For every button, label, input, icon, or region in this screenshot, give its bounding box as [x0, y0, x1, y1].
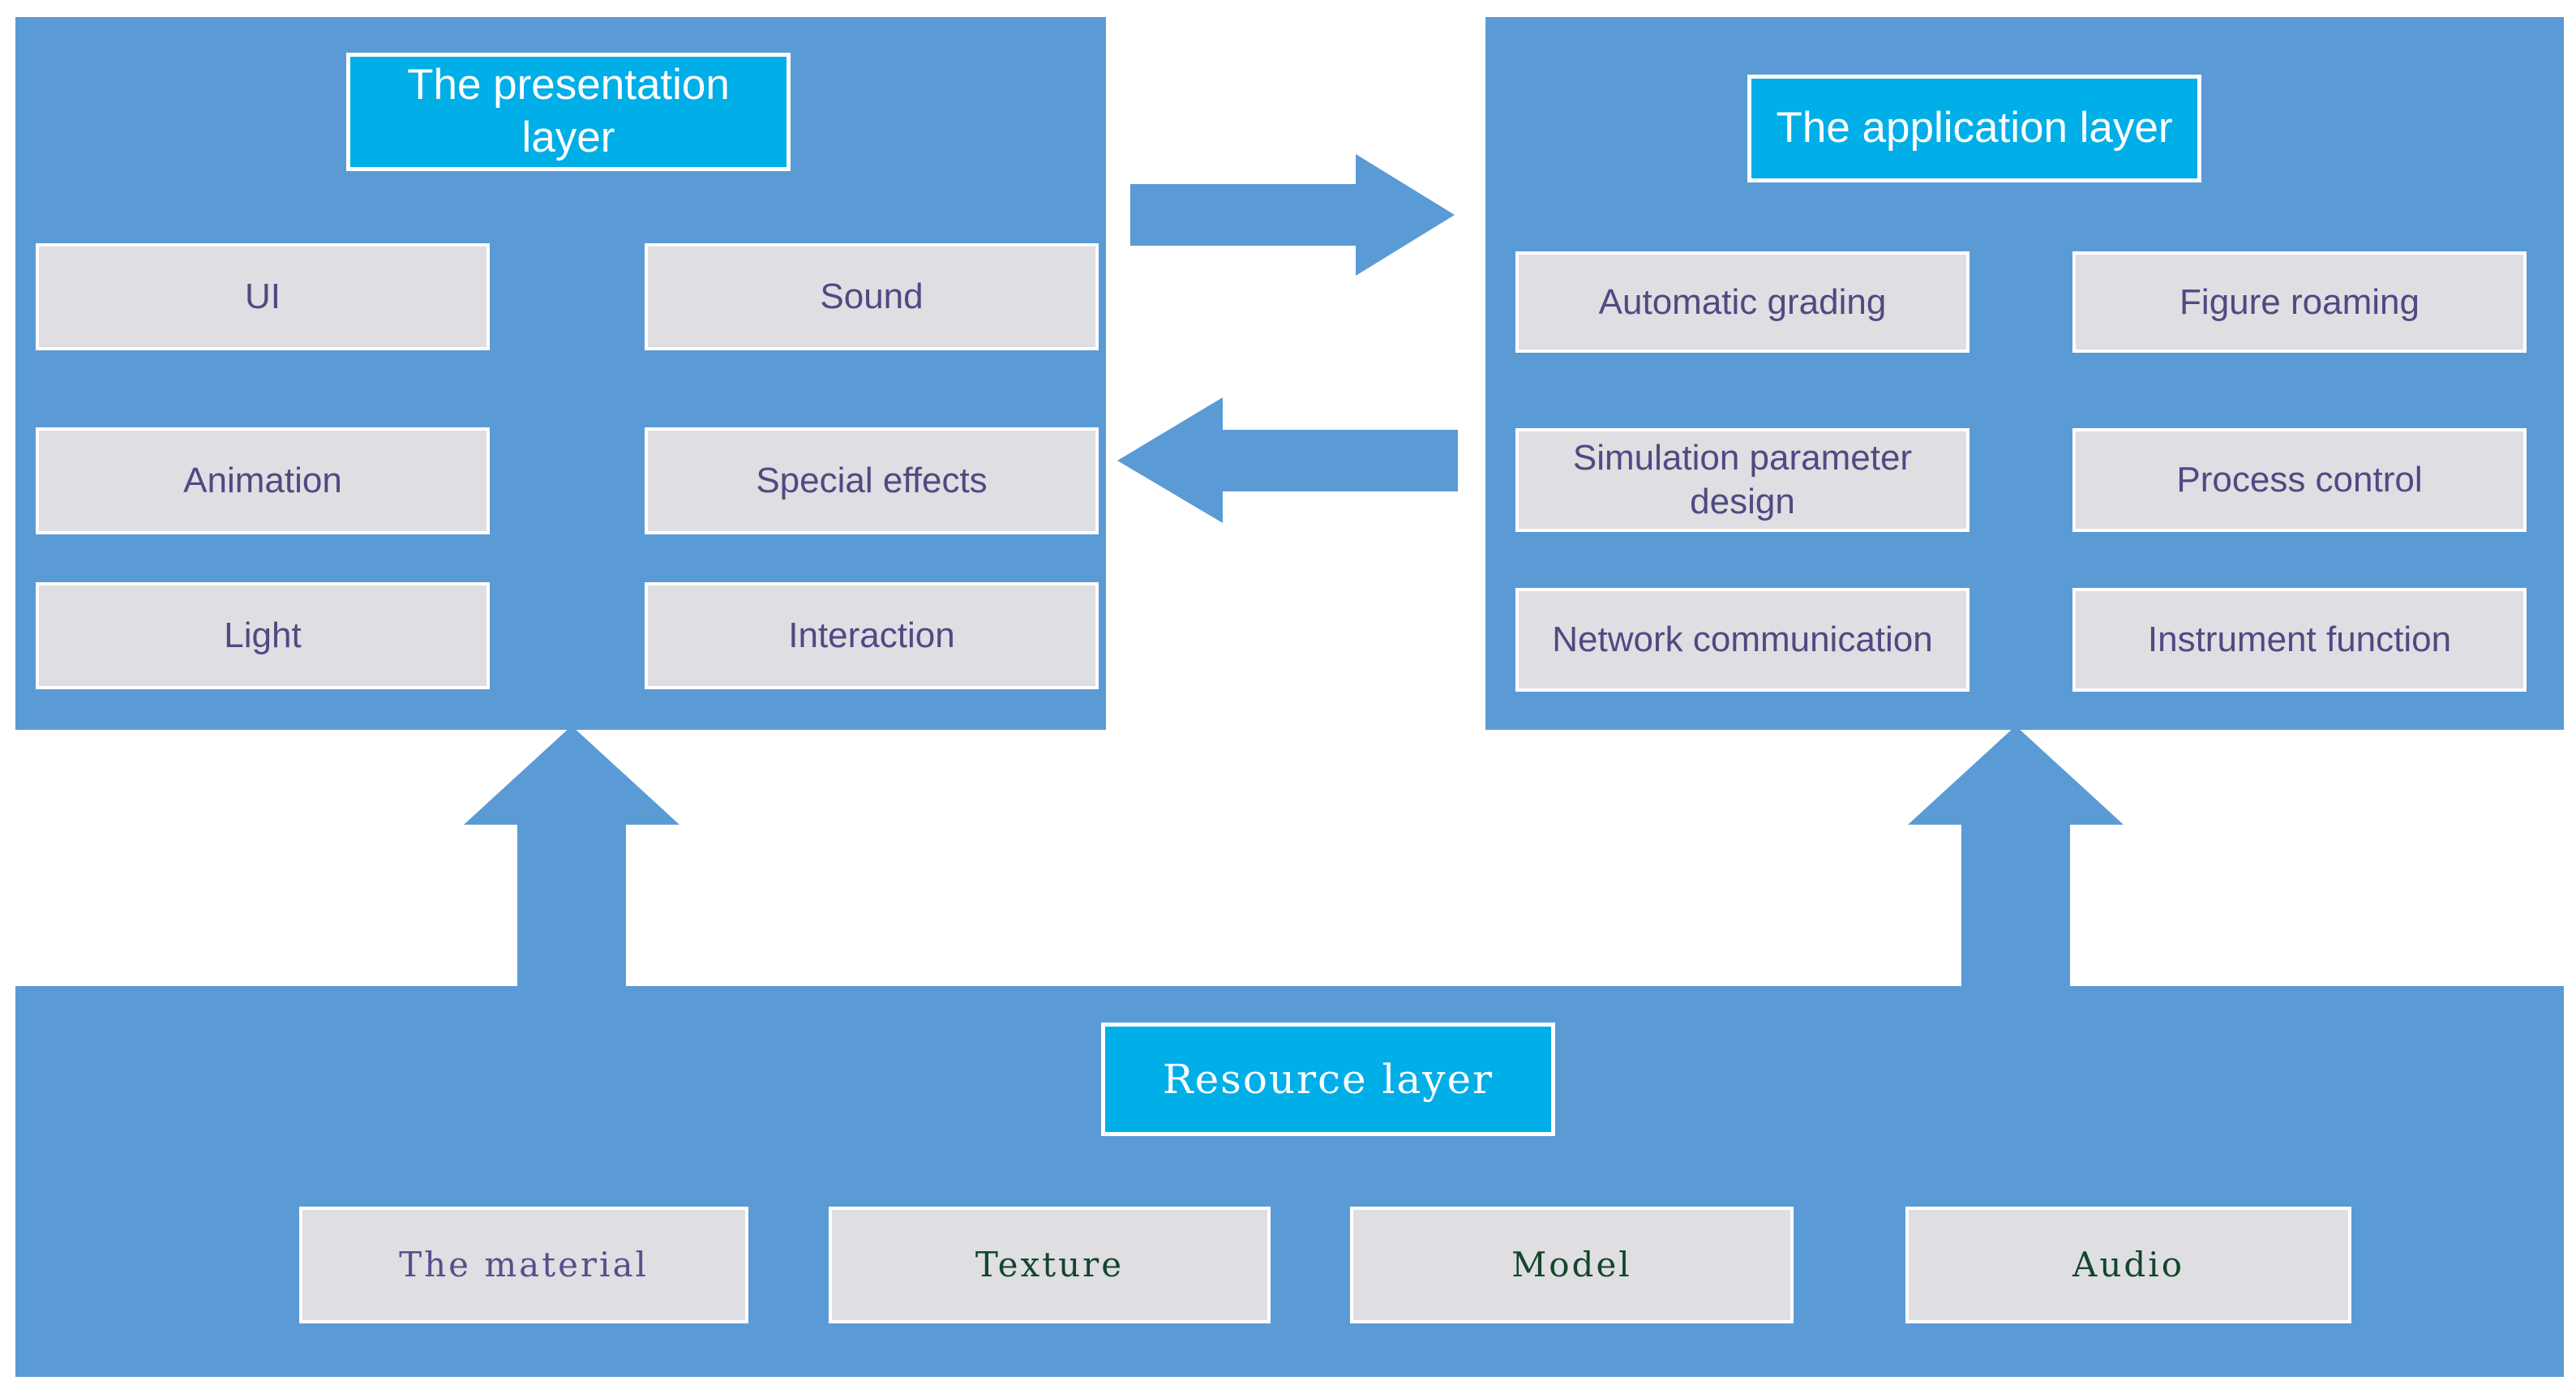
resource-item-model[interactable]: Model — [1350, 1207, 1794, 1323]
arrow-right-icon — [1130, 154, 1455, 276]
application-layer-title: The application layer — [1747, 75, 2201, 182]
presentation-item-light[interactable]: Light — [36, 582, 490, 689]
application-item-automatic-grading[interactable]: Automatic grading — [1515, 251, 1970, 353]
application-item-figure-roaming[interactable]: Figure roaming — [2072, 251, 2527, 353]
presentation-item-ui[interactable]: UI — [36, 243, 490, 350]
presentation-layer-title: The presentation layer — [346, 53, 791, 171]
presentation-item-sound[interactable]: Sound — [645, 243, 1099, 350]
application-item-instrument-function[interactable]: Instrument function — [2072, 588, 2527, 692]
arrow-up-right-icon — [1908, 726, 2124, 993]
application-item-simulation-parameter-design[interactable]: Simulation parameter design — [1515, 428, 1970, 532]
resource-item-the-material[interactable]: The material — [299, 1207, 748, 1323]
presentation-item-animation[interactable]: Animation — [36, 427, 490, 534]
application-item-network-communication[interactable]: Network communication — [1515, 588, 1970, 692]
resource-item-audio[interactable]: Audio — [1905, 1207, 2351, 1323]
arrow-up-left-icon — [464, 726, 679, 993]
resource-item-texture[interactable]: Texture — [829, 1207, 1271, 1323]
arrow-left-icon — [1117, 397, 1458, 523]
resource-layer-title: Resource layer — [1101, 1023, 1555, 1136]
presentation-item-interaction[interactable]: Interaction — [645, 582, 1099, 689]
application-item-process-control[interactable]: Process control — [2072, 428, 2527, 532]
presentation-item-special-effects[interactable]: Special effects — [645, 427, 1099, 534]
